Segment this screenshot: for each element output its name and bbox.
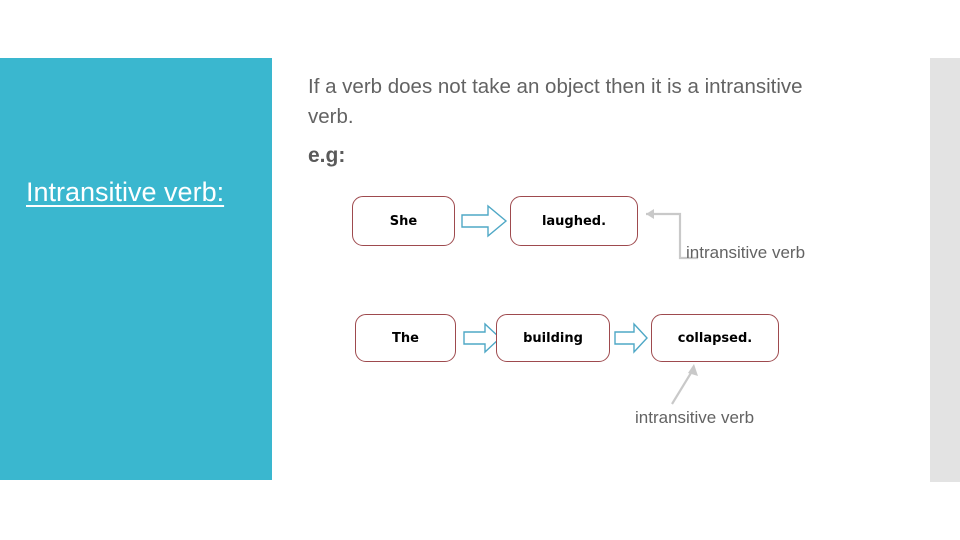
block-arrow-icon	[460, 203, 508, 244]
sentence-box-verb-row2: collapsed.	[651, 314, 779, 362]
side-accent-panel	[0, 58, 272, 480]
example-label: e.g:	[308, 144, 346, 167]
block-arrow-icon	[613, 322, 649, 359]
annotation-label-row1: intransitive verb	[686, 243, 806, 262]
connector-diagonal-icon	[668, 360, 718, 415]
definition-text: If a verb does not take an object then i…	[308, 75, 803, 128]
sentence-box-subject-row2: building	[496, 314, 610, 362]
sentence-box-article-row2: The	[355, 314, 456, 362]
annotation-label-row2: intransitive verb	[635, 408, 755, 427]
sentence-box-verb-row1: laughed.	[510, 196, 638, 246]
right-accent-strip	[930, 58, 960, 482]
sentence-box-subject-row1: She	[352, 196, 455, 246]
connector-elbow-icon	[636, 200, 706, 285]
block-arrow-icon	[462, 322, 502, 359]
side-panel-title: Intransitive verb:	[26, 177, 225, 207]
